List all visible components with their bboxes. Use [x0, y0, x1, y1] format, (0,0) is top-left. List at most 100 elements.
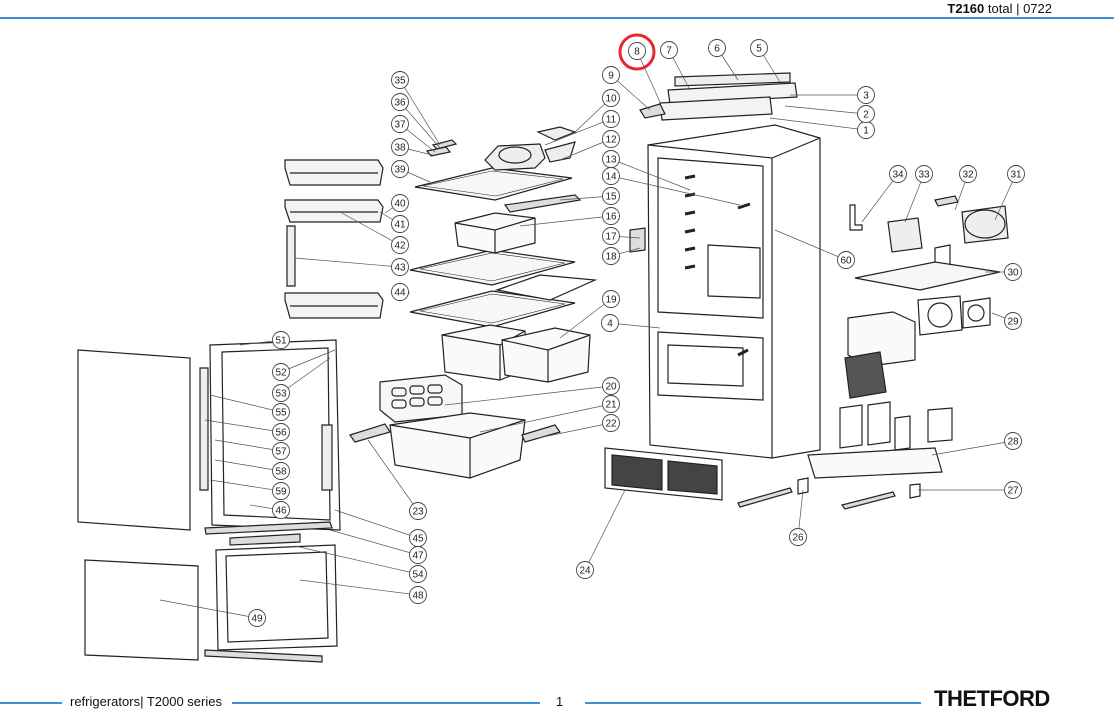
- leader-line-28: [931, 440, 1014, 456]
- leader-line-54: [294, 545, 419, 575]
- callout-60: 60: [837, 251, 855, 269]
- footer-rule-left: [0, 702, 62, 704]
- callout-label-47: 47: [412, 551, 424, 562]
- callout-21: 21: [602, 395, 620, 413]
- callout-circle-38: [391, 138, 409, 156]
- callout-label-5: 5: [756, 44, 762, 55]
- callout-circle-16: [602, 207, 620, 225]
- callout-label-59: 59: [275, 487, 287, 498]
- callout-label-13: 13: [605, 155, 617, 166]
- callout-label-58: 58: [275, 467, 287, 478]
- callout-label-16: 16: [605, 212, 617, 223]
- leader-line-21: [479, 403, 612, 433]
- callout-label-33: 33: [918, 170, 930, 181]
- leader-line-23: [367, 439, 419, 512]
- leader-line-55: [209, 394, 282, 413]
- callout-34: 34: [889, 165, 907, 183]
- callout-20: 20: [602, 377, 620, 395]
- callout-22: 22: [602, 414, 620, 432]
- callout-circle-5: [750, 39, 768, 57]
- callout-circle-9: [602, 66, 620, 84]
- callout-33: 33: [915, 165, 933, 183]
- callout-circle-43: [391, 258, 409, 276]
- callout-label-60: 60: [840, 256, 852, 267]
- callout-5: 5: [750, 39, 768, 57]
- callout-label-19: 19: [605, 295, 617, 306]
- callout-28: 28: [1004, 432, 1022, 450]
- callout-circle-57: [272, 442, 290, 460]
- callout-label-44: 44: [394, 288, 406, 299]
- callout-circle-56: [272, 423, 290, 441]
- callout-circle-34: [889, 165, 907, 183]
- exploded-parts-diagram: 1234567891011121314151617181920212223242…: [77, 33, 1025, 663]
- callout-label-21: 21: [605, 400, 617, 411]
- leader-line-52: [280, 349, 336, 373]
- callout-label-30: 30: [1007, 268, 1019, 279]
- callout-55: 55: [272, 403, 290, 421]
- callout-circle-31: [1007, 165, 1025, 183]
- callout-label-49: 49: [251, 614, 263, 625]
- callout-circle-40: [391, 194, 409, 212]
- leader-line-47: [329, 529, 419, 556]
- callout-circle-37: [391, 115, 409, 133]
- callout-44: 44: [391, 283, 409, 301]
- leader-line-20: [444, 385, 612, 406]
- callout-circle-49: [248, 609, 266, 627]
- callout-40: 40: [391, 194, 409, 212]
- header-rule: [0, 17, 1114, 19]
- callout-label-45: 45: [412, 534, 424, 545]
- leader-line-48: [299, 579, 419, 596]
- callout-51: 51: [272, 331, 290, 349]
- callout-label-10: 10: [605, 94, 617, 105]
- callout-label-54: 54: [412, 570, 424, 581]
- callout-label-2: 2: [863, 110, 869, 121]
- callout-label-23: 23: [412, 507, 424, 518]
- callout-circle-32: [959, 165, 977, 183]
- callout-label-57: 57: [275, 447, 287, 458]
- callout-label-6: 6: [714, 44, 720, 55]
- callout-circle-23: [409, 502, 427, 520]
- callout-label-43: 43: [394, 263, 406, 274]
- leader-line-60: [774, 229, 847, 261]
- callout-circle-7: [660, 41, 678, 59]
- leader-line-11: [544, 118, 612, 146]
- callout-48: 48: [409, 586, 427, 604]
- callout-circle-29: [1004, 312, 1022, 330]
- callout-9: 9: [602, 66, 620, 84]
- callout-label-3: 3: [863, 91, 869, 102]
- callout-54: 54: [409, 565, 427, 583]
- callout-52: 52: [272, 363, 290, 381]
- leader-line-2: [784, 105, 867, 115]
- callout-group: 1234567891011121314151617181920212223242…: [248, 39, 1025, 627]
- callout-circle-17: [602, 227, 620, 245]
- callout-circle-10: [602, 89, 620, 107]
- callout-label-56: 56: [275, 428, 287, 439]
- callout-circle-51: [272, 331, 290, 349]
- callout-circle-2: [857, 105, 875, 123]
- callout-label-48: 48: [412, 591, 424, 602]
- callout-circle-55: [272, 403, 290, 421]
- callout-35: 35: [391, 71, 409, 89]
- callout-19: 19: [602, 290, 620, 308]
- callout-circle-21: [602, 395, 620, 413]
- callout-circle-60: [837, 251, 855, 269]
- callout-label-15: 15: [605, 192, 617, 203]
- leader-line-8: [636, 50, 661, 103]
- callout-label-37: 37: [394, 120, 406, 131]
- callout-label-31: 31: [1010, 170, 1022, 181]
- callout-label-35: 35: [394, 76, 406, 87]
- callout-label-32: 32: [962, 170, 974, 181]
- leader-line-42: [339, 211, 401, 246]
- callout-circle-44: [391, 283, 409, 301]
- callout-label-42: 42: [394, 241, 406, 252]
- callout-16: 16: [602, 207, 620, 225]
- leader-line-24: [584, 489, 626, 571]
- callout-circle-22: [602, 414, 620, 432]
- callout-13: 13: [602, 150, 620, 168]
- callout-49: 49: [248, 609, 266, 627]
- callout-41: 41: [391, 215, 409, 233]
- callout-7: 7: [660, 41, 678, 59]
- leader-line-57: [214, 439, 282, 452]
- callout-15: 15: [602, 187, 620, 205]
- callout-56: 56: [272, 423, 290, 441]
